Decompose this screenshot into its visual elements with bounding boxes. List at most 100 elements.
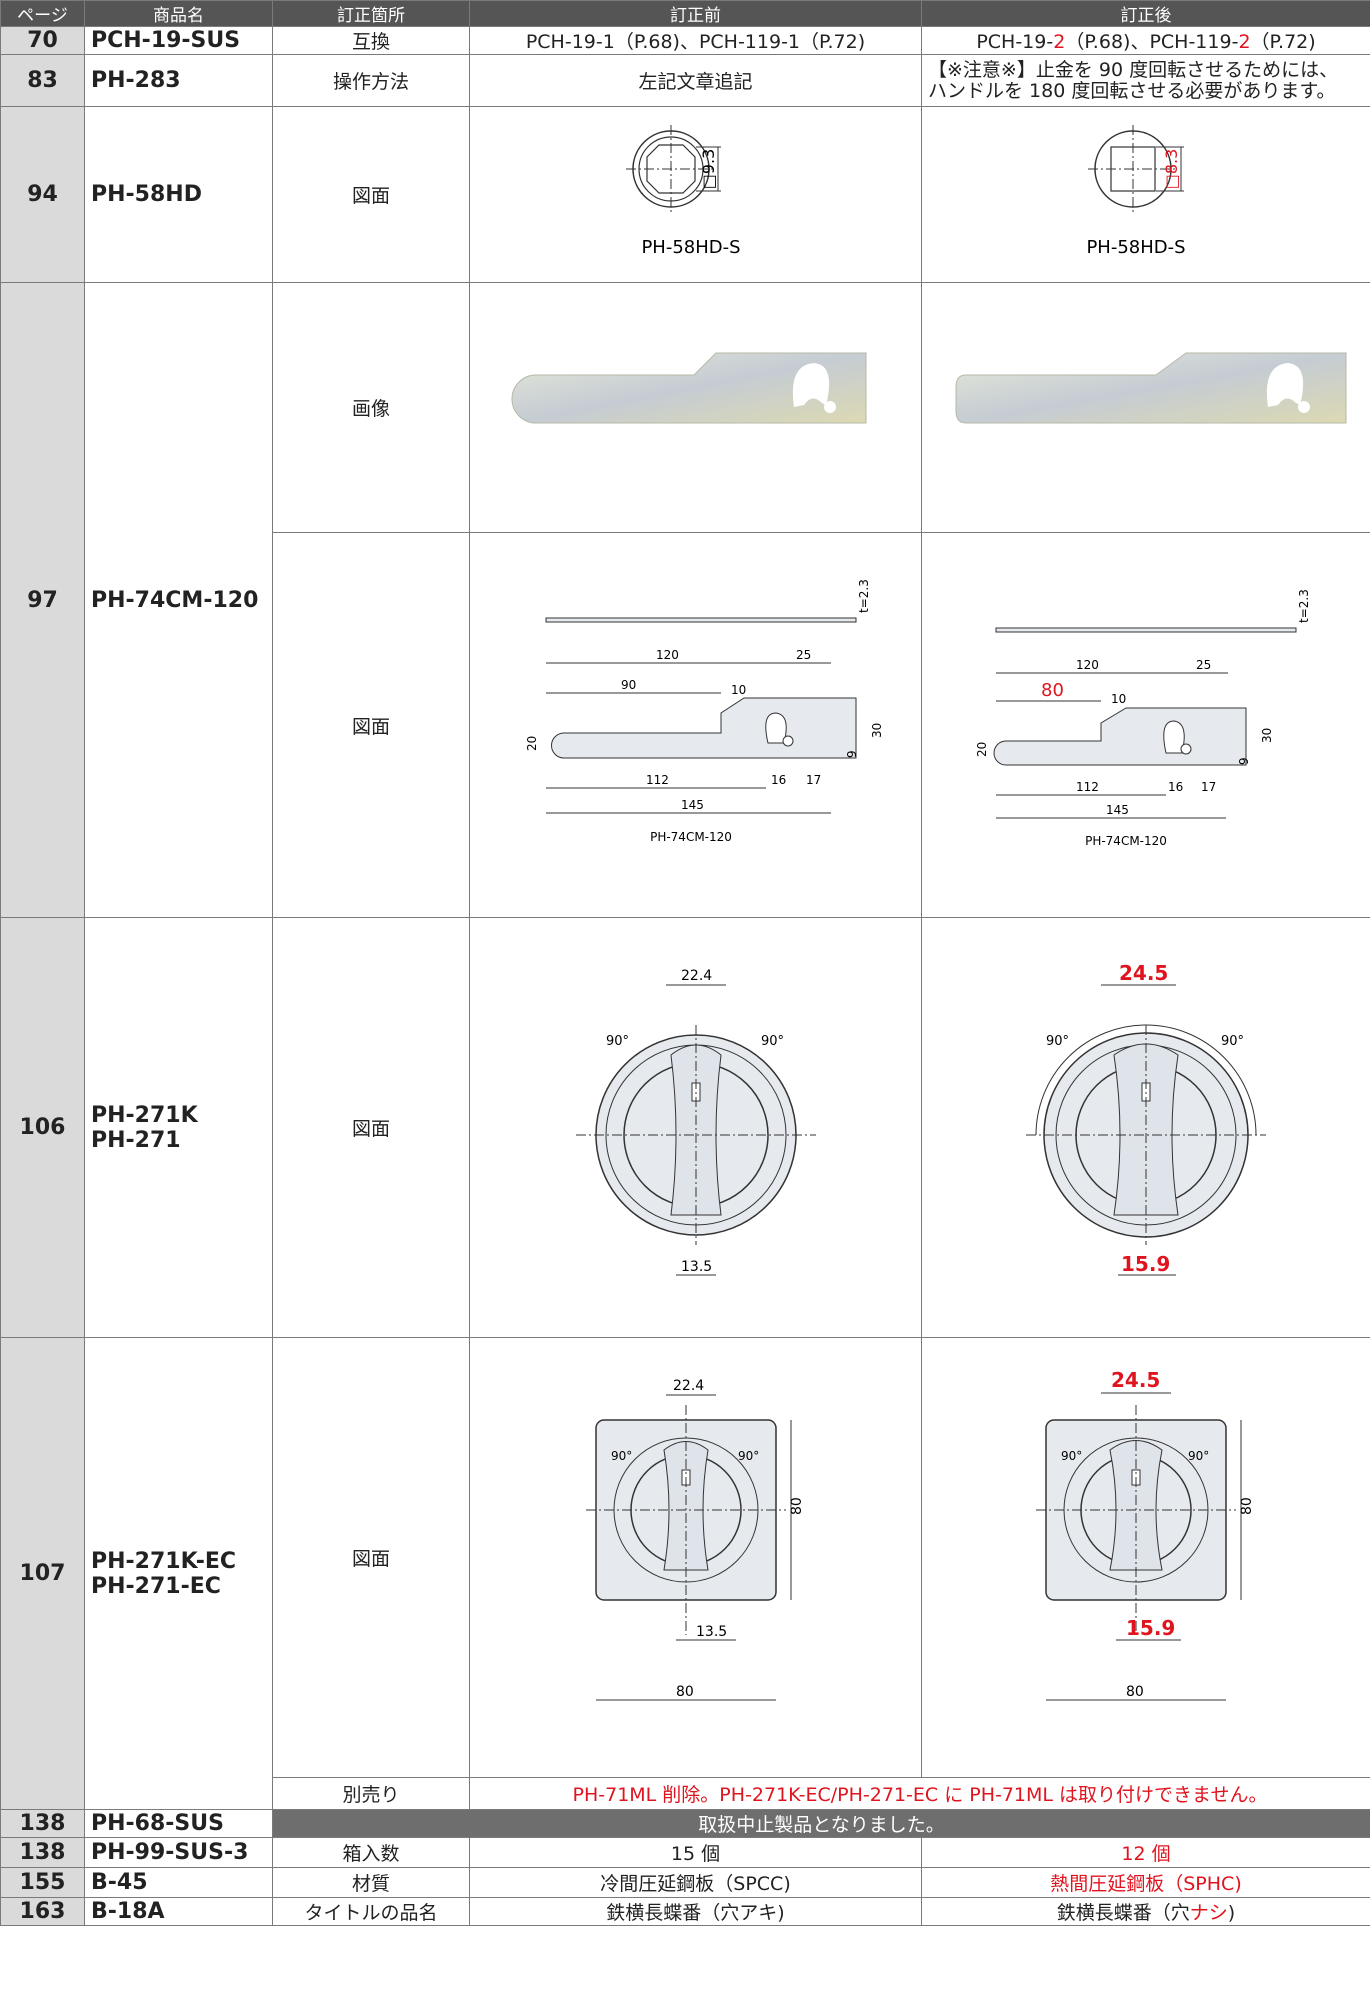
drawing-caption: PH-58HD-S [1086, 237, 1185, 258]
product-name: PH-99-SUS-3 [84, 1837, 273, 1868]
dimension-label: 13.5 [681, 1259, 712, 1275]
correction-location: 箱入数 [272, 1837, 470, 1868]
before-text: 左記文章追記 [469, 54, 922, 107]
product-name: PH-58HD [84, 106, 273, 283]
before-knob-drawing: □9.3 PH-58HD-S [625, 125, 740, 258]
table-row: 図面 t=2.3 120 25 90 10 20 30 9 112 16 17 [1, 532, 1370, 918]
product-name: PH-74CM-120 [84, 282, 273, 918]
correction-location: 別売り [272, 1777, 470, 1810]
after-text: PCH-19-2（P.68)、PCH-119-2（P.72) [921, 26, 1370, 55]
angle-label: 90° [606, 1034, 629, 1049]
product-name: B-45 [84, 1867, 273, 1898]
table-row: 138 PH-68-SUS 取扱中止製品となりました。 [0, 1809, 1370, 1838]
after-text-part: PCH-19- [976, 31, 1054, 53]
header-after: 訂正後 [921, 0, 1370, 27]
before-drawing-cell: □9.3 PH-58HD-S [469, 106, 922, 283]
product-name-line: PH-271K-EC [91, 1548, 237, 1574]
errata-table: ページ 商品名 訂正箇所 訂正前 訂正後 70 PCH-19-SUS 互換 PC… [0, 0, 1370, 1926]
header-product: 商品名 [84, 0, 273, 27]
correction-location: 図面 [272, 106, 470, 283]
dimension-label: 17 [1201, 780, 1216, 794]
after-knob-drawing: □8.3 PH-58HD-S [1086, 125, 1186, 258]
corrected-dimension-label: 15.9 [1121, 1252, 1170, 1276]
after-text: 鉄横長蝶番（穴ナシ) [921, 1897, 1370, 1926]
after-plate-drawing: t=2.3 120 25 80 10 20 30 9 112 16 17 145… [975, 589, 1311, 848]
angle-label: 90° [1221, 1034, 1244, 1049]
dimension-label: 80 [1239, 1497, 1255, 1515]
discontinued-notice: 取扱中止製品となりました。 [272, 1809, 1370, 1838]
dimension-label: 16 [1168, 780, 1183, 794]
dimension-label: 9 [845, 750, 859, 758]
before-drawing-cell: 22.4 90° 90° 13.5 [469, 917, 922, 1338]
corrected-dimension-label: 24.5 [1119, 961, 1168, 985]
dimension-label: 30 [1260, 727, 1274, 742]
table-row: 94 PH-58HD 図面 □9.3 PH-58HD-S [0, 106, 1370, 283]
angle-label: 90° [611, 1449, 632, 1463]
page-number: 107 [0, 1337, 85, 1810]
corrected-text: 2 [1053, 31, 1066, 53]
after-image-cell [921, 282, 1370, 533]
table-row: 97 PH-74CM-120 画像 [0, 282, 1370, 918]
angle-label: 90° [1061, 1449, 1082, 1463]
before-drawing-cell: t=2.3 120 25 90 10 20 30 9 112 16 17 145… [469, 532, 922, 918]
correction-location: 材質 [272, 1867, 470, 1898]
dimension-label: 112 [1076, 780, 1099, 794]
after-drawing-cell: t=2.3 120 25 80 10 20 30 9 112 16 17 145… [921, 532, 1370, 918]
dimension-label: 10 [731, 683, 746, 697]
table-row: 163 B-18A タイトルの品名 鉄横長蝶番（穴アキ) 鉄横長蝶番（穴ナシ) [0, 1897, 1370, 1926]
dimension-label: 22.4 [673, 1378, 704, 1394]
dimension-label: 16 [771, 773, 786, 787]
angle-label: 90° [1188, 1449, 1209, 1463]
correction-location: 図面 [272, 1337, 470, 1778]
header-location: 訂正箇所 [272, 0, 470, 27]
before-text: 15 個 [469, 1837, 922, 1868]
after-drawing-cell: 24.5 90° 90° 80 15.9 80 [921, 1337, 1370, 1778]
correction-location: 図面 [272, 917, 470, 1338]
dimension-label: 25 [1196, 658, 1211, 672]
before-drawing-cell: 22.4 90° 90° 80 13.5 80 [469, 1337, 922, 1778]
correction-location: 画像 [272, 282, 470, 533]
dimension-label: 13.5 [696, 1624, 727, 1640]
before-square-handle-drawing: 22.4 90° 90° 80 13.5 80 [585, 1378, 805, 1701]
after-drawing-cell: □8.3 PH-58HD-S [921, 106, 1370, 283]
correction-location: 互換 [272, 26, 470, 55]
before-image-cell [469, 282, 922, 533]
dimension-label: 20 [975, 741, 989, 756]
correction-location: タイトルの品名 [272, 1897, 470, 1926]
drawing-caption: PH-58HD-S [641, 237, 740, 258]
after-product-photo [955, 352, 1347, 424]
angle-label: 90° [761, 1034, 784, 1049]
after-handle-drawing: 24.5 90° 90° 15.9 [1026, 961, 1266, 1276]
header-row: ページ 商品名 訂正箇所 訂正前 訂正後 [0, 0, 1370, 27]
after-square-handle-drawing: 24.5 90° 90° 80 15.9 80 [1036, 1368, 1255, 1701]
dimension-label: 17 [806, 773, 821, 787]
page-number: 163 [0, 1897, 85, 1926]
dimension-label: □9.3 [699, 149, 718, 190]
page-number: 138 [0, 1837, 85, 1868]
table-row: 138 PH-99-SUS-3 箱入数 15 個 12 個 [0, 1837, 1370, 1868]
dimension-label: 25 [796, 648, 811, 662]
dimension-label: 112 [646, 773, 669, 787]
table-row: 155 B-45 材質 冷間圧延鋼板（SPCC) 熱間圧延鋼板（SPHC) [0, 1867, 1370, 1898]
after-text: 熱間圧延鋼板（SPHC) [921, 1867, 1370, 1898]
page-number: 106 [0, 917, 85, 1338]
corrected-dimension-label: 24.5 [1111, 1368, 1160, 1392]
after-text-part: ) [1227, 1902, 1236, 1924]
dimension-label: 120 [656, 648, 679, 662]
header-page: ページ [0, 0, 85, 27]
before-text: 鉄横長蝶番（穴アキ) [469, 1897, 922, 1926]
before-plate-drawing: t=2.3 120 25 90 10 20 30 9 112 16 17 145… [525, 579, 884, 844]
correction-location: 図面 [272, 532, 470, 918]
corrected-dimension-label: 80 [1041, 680, 1064, 701]
correction-location: 操作方法 [272, 54, 470, 107]
corrected-text: ナシ [1189, 1902, 1228, 1924]
before-text: 冷間圧延鋼板（SPCC) [469, 1867, 922, 1898]
product-name-line: PH-271 [91, 1127, 181, 1153]
dimension-label: 22.4 [681, 968, 712, 984]
corrected-dimension-label: □8.3 [1162, 149, 1181, 190]
dimension-label: 80 [1126, 1684, 1144, 1700]
after-text-part: （P.72) [1250, 31, 1316, 53]
